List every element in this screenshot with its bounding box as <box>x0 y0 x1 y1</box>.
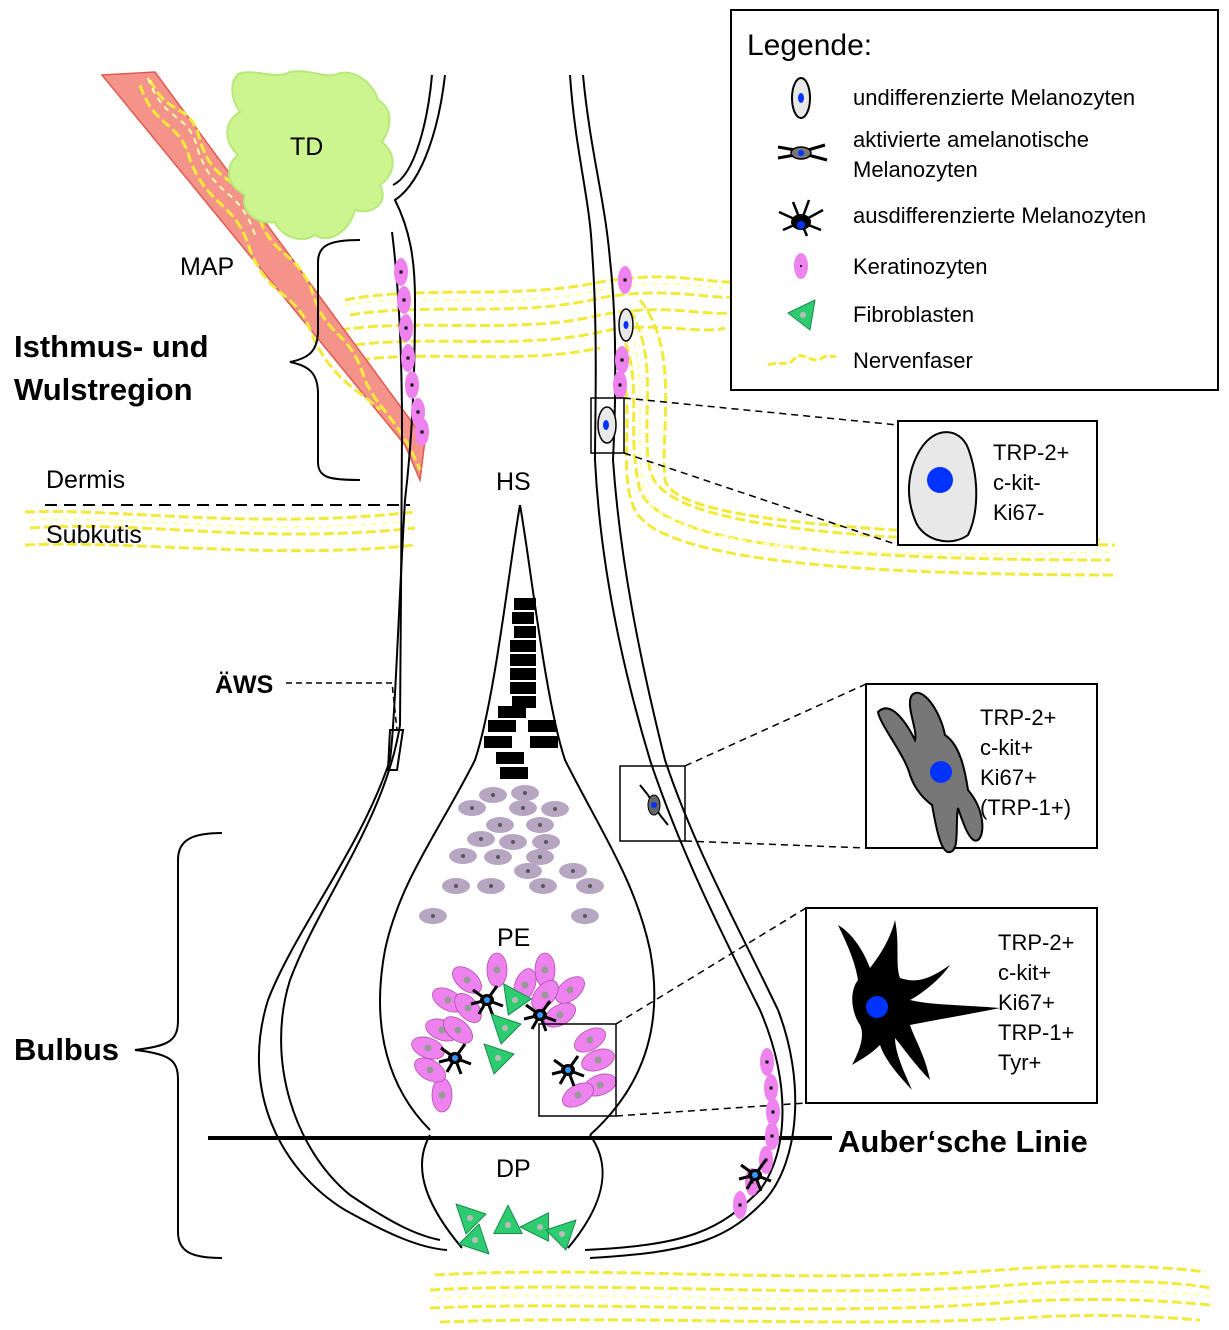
outer-root-melanocyte-zoom-box <box>620 684 866 848</box>
aws-label: ÄWS <box>215 671 273 699</box>
keratinocyte-icon <box>794 253 808 279</box>
undifferentiated-melanocyte-icon <box>792 78 810 118</box>
marker-box2-line2: c-kit+ <box>980 735 1033 760</box>
marker-box3-line3: Ki67+ <box>998 990 1055 1015</box>
marker-box2-line1: TRP-2+ <box>980 705 1056 730</box>
marker-box3-line1: TRP-2+ <box>998 930 1074 955</box>
isthmus-keratinocytes-right <box>613 266 633 399</box>
melanin-granules <box>484 598 558 779</box>
isthmus-label-line1: Isthmus- und <box>14 329 209 364</box>
pigment-cells <box>419 785 604 924</box>
marker-box1-line3: Ki67- <box>993 500 1044 525</box>
legend-item-2-line2: Melanozyten <box>853 157 978 182</box>
pe-label: PE <box>497 924 530 952</box>
hs-label: HS <box>496 468 531 496</box>
legend-item-6: Nervenfaser <box>853 348 973 373</box>
td-label: TD <box>290 133 323 161</box>
auber-line-label: Auber‘sche Linie <box>838 1124 1088 1159</box>
legend-item-4: Keratinozyten <box>853 254 988 279</box>
sebaceous-gland: TD <box>227 71 392 239</box>
map-label: MAP <box>180 253 234 281</box>
marker-box2-line4: (TRP-1+) <box>980 795 1071 820</box>
follicle-outline <box>259 75 795 1258</box>
marker-box3-line4: TRP-1+ <box>998 1020 1074 1045</box>
marker-box1-line2: c-kit- <box>993 470 1041 495</box>
bulb-matrix <box>409 953 620 1112</box>
dermis-label: Dermis <box>46 466 125 494</box>
dermal-papilla-fibroblasts <box>456 1204 576 1254</box>
marker-box2-line3: Ki67+ <box>980 765 1037 790</box>
bulbus-brace <box>135 833 222 1258</box>
marker-box1-line1: TRP-2+ <box>993 440 1069 465</box>
marker-box-differentiated: TRP-2+ c-kit+ Ki67+ TRP-1+ Tyr+ <box>806 908 1097 1103</box>
aws-pointer <box>286 683 397 730</box>
legend-item-5: Fibroblasten <box>853 302 974 327</box>
legend-title: Legende: <box>747 29 872 62</box>
legend-item-2: aktivierte amelanotische <box>853 127 1089 152</box>
marker-box3-line5: Tyr+ <box>998 1050 1041 1075</box>
legend-item-1: undifferenzierte Melanozyten <box>853 85 1135 110</box>
marker-box-undifferentiated: TRP-2+ c-kit- Ki67- <box>898 421 1097 545</box>
subkutis-label: Subkutis <box>46 521 142 549</box>
isthmus-label-line2: Wulstregion <box>14 372 193 407</box>
dp-label: DP <box>496 1155 531 1183</box>
bulbus-label: Bulbus <box>14 1032 119 1067</box>
marker-box-activated: TRP-2+ c-kit+ Ki67+ (TRP-1+) <box>866 684 1097 852</box>
marker-box3-line2: c-kit+ <box>998 960 1051 985</box>
legend: Legende: undifferenzierte Melanozyten ak… <box>731 10 1218 390</box>
legend-item-3: ausdifferenzierte Melanozyten <box>853 203 1146 228</box>
